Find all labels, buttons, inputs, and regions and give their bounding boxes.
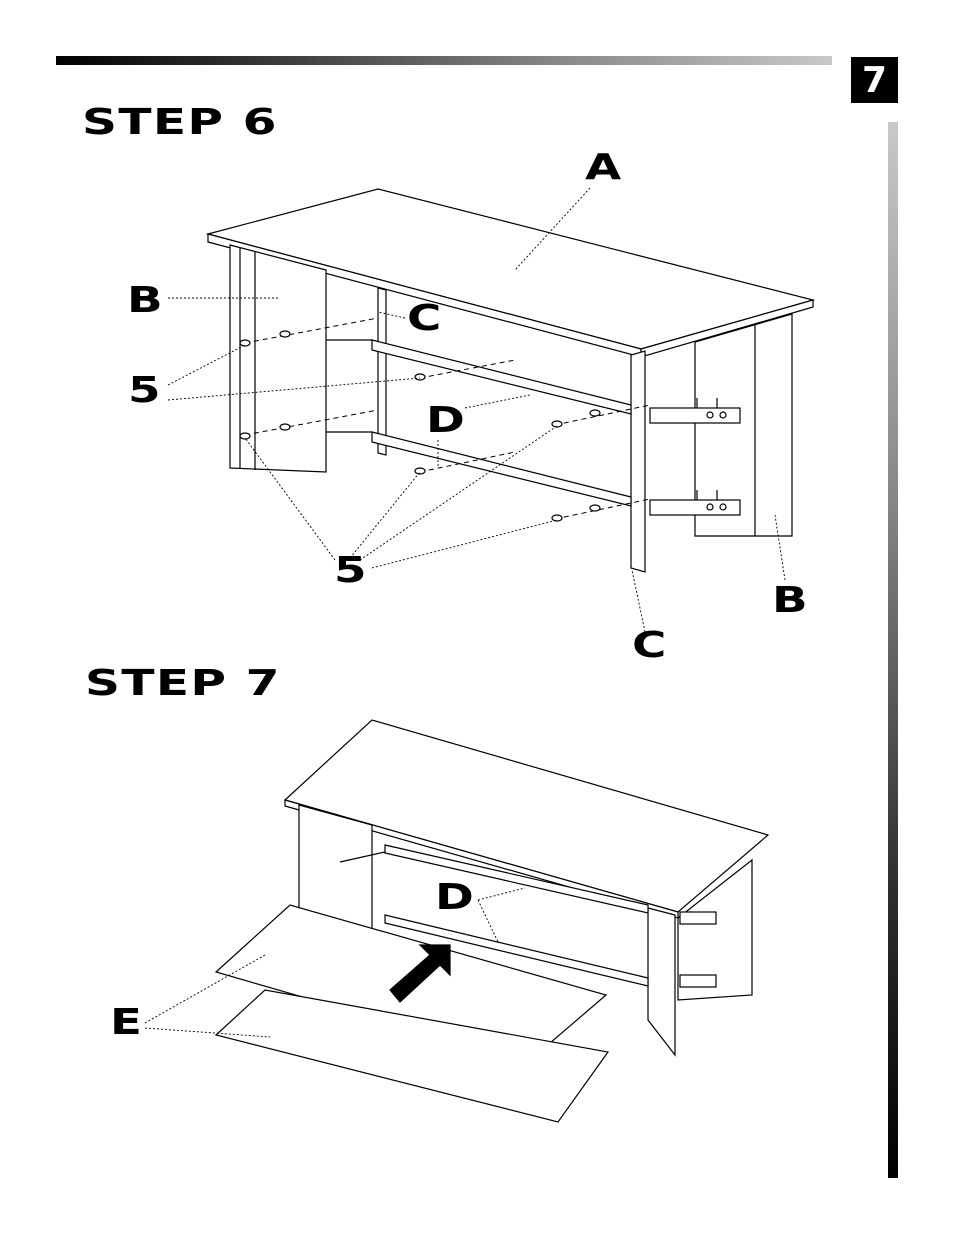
label-b-left: B (127, 283, 163, 319)
label-d-step7: D (435, 880, 474, 916)
label-5-left: 5 (128, 373, 161, 409)
label-c-upper: C (407, 301, 441, 337)
label-a: A (585, 150, 621, 186)
label-d-step6: D (426, 403, 465, 439)
label-c-lower: C (632, 628, 666, 664)
label-e: E (110, 1005, 142, 1041)
label-5-bottom: 5 (334, 553, 367, 589)
label-b-right: B (772, 583, 808, 619)
